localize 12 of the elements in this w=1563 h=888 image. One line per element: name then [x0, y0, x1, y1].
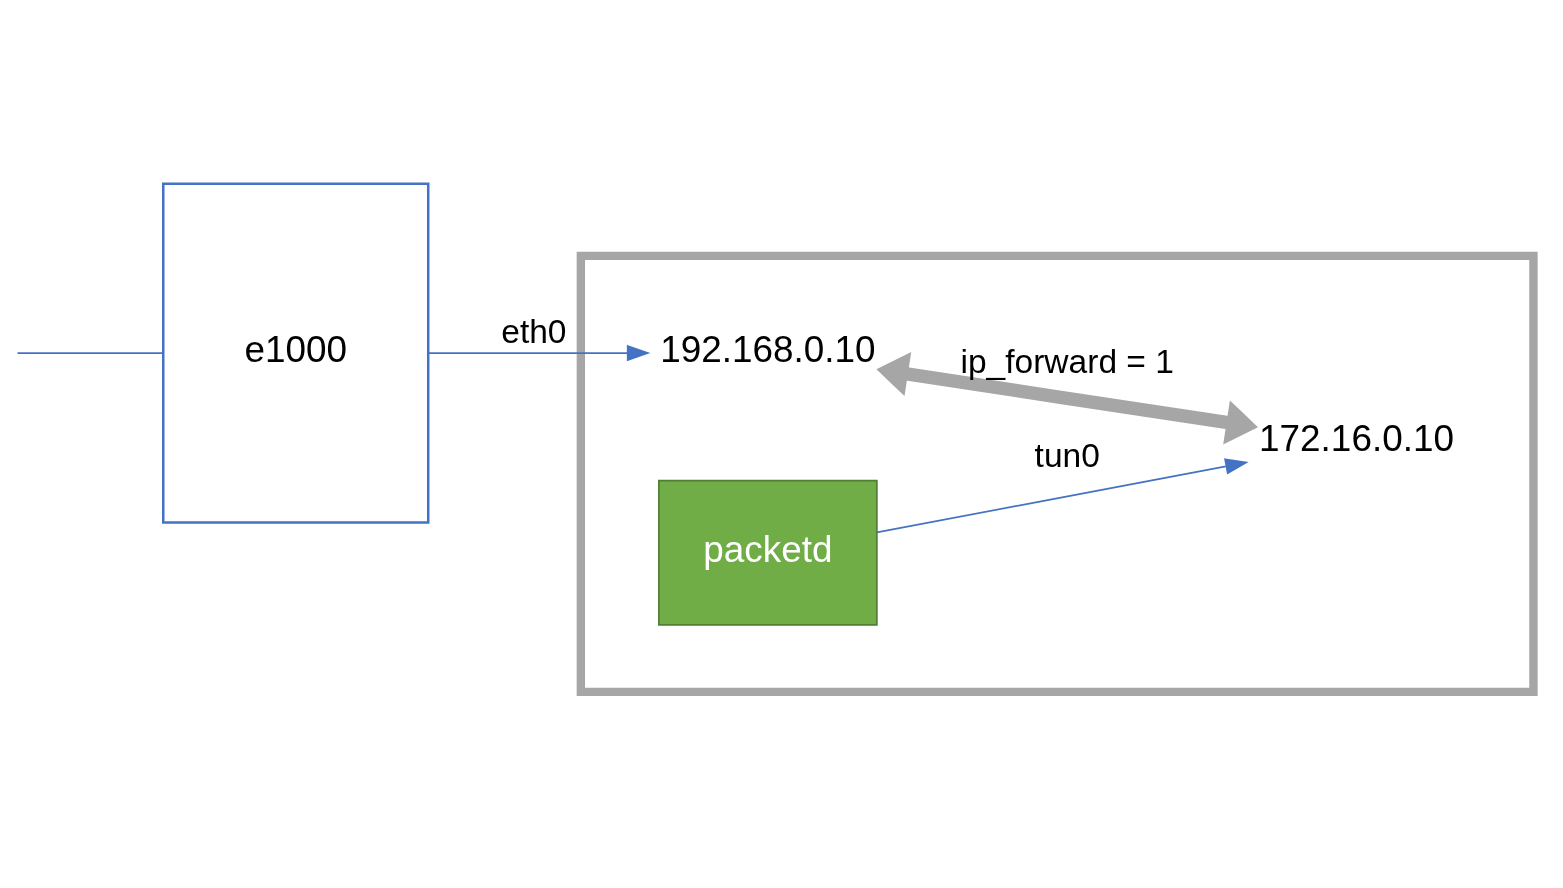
- connector: [16, 351, 164, 354]
- node-box: e1000: [162, 181, 430, 524]
- cluster: [576, 251, 1538, 696]
- node-box: packetd: [658, 479, 878, 626]
- arrow: [876, 351, 1258, 445]
- edge-label: eth0: [501, 312, 567, 350]
- arrow: [427, 344, 651, 361]
- edge-label: tun0: [1034, 436, 1100, 474]
- edge-label: ip_forward = 1: [960, 342, 1174, 380]
- arrow: [876, 457, 1249, 533]
- node-text: 192.168.0.10: [660, 328, 876, 370]
- node-text: 172.16.0.10: [1259, 417, 1454, 459]
